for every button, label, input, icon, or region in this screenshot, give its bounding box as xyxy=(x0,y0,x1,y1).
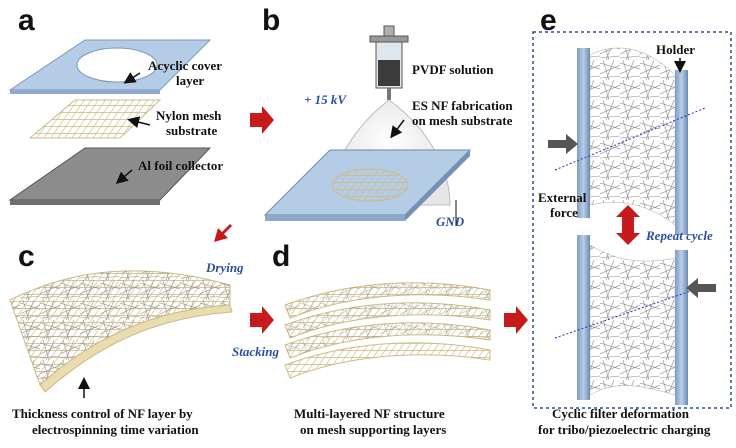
panel-d-letter: d xyxy=(272,240,290,273)
caption-e-line1: Cyclic filter deformation xyxy=(552,406,690,421)
label-gnd: GND xyxy=(436,214,465,229)
holder-pillar xyxy=(675,70,688,235)
label-es-nf-fabrication: ES NF fabrication xyxy=(412,98,513,113)
filter-bottom xyxy=(554,235,716,405)
syringe xyxy=(369,25,409,100)
step-label-drying: Drying xyxy=(205,260,244,275)
panel-a: a Acyclic cover layer Nylon mesh substra… xyxy=(8,4,223,205)
panel-e-dashed-frame xyxy=(532,31,732,409)
panel-e: e Holder External force Repeat cycle Cyc… xyxy=(532,4,732,437)
panel-d: d Multi-layered NF structure on mesh sup… xyxy=(272,240,491,437)
label-pvdf-solution: PVDF solution xyxy=(412,62,494,77)
label-external-force: External xyxy=(538,190,587,205)
external-force-arrow xyxy=(548,134,578,154)
filter-top xyxy=(548,47,706,235)
label-al-foil: Al foil collector xyxy=(138,158,223,173)
panel-c: c Thickness control of NF layer by elect… xyxy=(9,240,233,437)
panel-a-letter: a xyxy=(18,4,35,37)
caption-e-line2: for tribo/piezoelectric charging xyxy=(538,422,711,437)
label-voltage: + 15 kV xyxy=(304,92,347,107)
collector-plate xyxy=(263,149,472,221)
caption-c-line1: Thickness control of NF layer by xyxy=(12,406,193,421)
caption-c-line2: electrospinning time variation xyxy=(32,422,199,437)
al-foil-collector xyxy=(8,147,212,205)
holder-pillar xyxy=(577,48,590,218)
label-nylon-mesh: Nylon mesh xyxy=(156,108,222,123)
nylon-mesh-substrate xyxy=(28,99,162,139)
holder-pillar xyxy=(577,235,590,400)
label-acrylic-cover-2: layer xyxy=(176,73,204,88)
step-label-stacking: Stacking xyxy=(232,344,279,359)
external-force-arrow xyxy=(686,278,716,298)
holder-pillar xyxy=(675,250,688,405)
label-external-force-2: force xyxy=(550,205,578,220)
step-arrow-b-to-c xyxy=(214,224,232,242)
acrylic-cover-layer xyxy=(8,39,212,94)
label-nylon-mesh-2: substrate xyxy=(166,123,218,138)
label-acrylic-cover: Acyclic cover xyxy=(148,58,222,73)
nf-layer-on-mesh xyxy=(9,270,233,393)
stacked-nf-mesh-layers xyxy=(284,282,491,379)
panel-b: b PVDF solution + 15 kV ES NF fabricatio… xyxy=(262,4,513,229)
label-holder: Holder xyxy=(656,42,695,57)
step-arrow-a-to-b xyxy=(250,106,274,134)
repeat-cycle-arrow xyxy=(616,205,640,245)
label-on-mesh-substrate: on mesh substrate xyxy=(412,113,513,128)
step-arrow-c-to-d xyxy=(250,306,274,334)
step-arrow-d-to-e xyxy=(504,306,528,334)
caption-d-line1: Multi-layered NF structure xyxy=(294,406,445,421)
panel-c-letter: c xyxy=(18,240,35,273)
panel-b-letter: b xyxy=(262,4,280,37)
caption-d-line2: on mesh supporting layers xyxy=(300,422,446,437)
panel-e-letter: e xyxy=(540,4,557,37)
label-repeat-cycle: Repeat cycle xyxy=(645,228,713,243)
